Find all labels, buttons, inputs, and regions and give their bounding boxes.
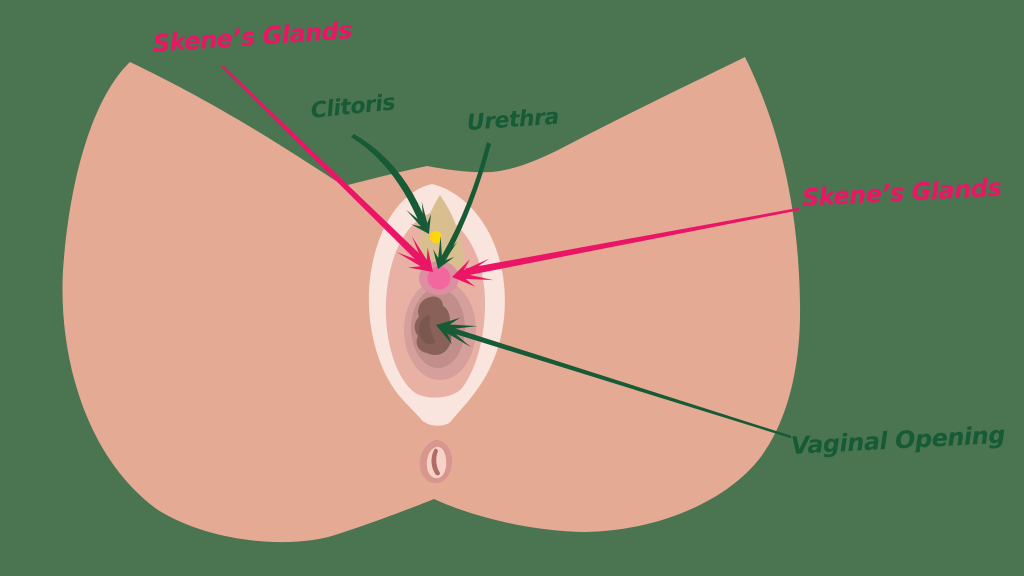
arrow-skenes-left-line: [221, 65, 427, 266]
vaginal-opening-shadow: [418, 315, 436, 345]
anus-slit-shape: [431, 448, 440, 476]
arrow-vaginal-opening-line: [447, 325, 792, 439]
clitoris-dot: [430, 231, 442, 243]
anus-inner-shape: [426, 446, 447, 479]
arrow-skenes-right-line: [465, 207, 800, 276]
arrow-urethra-line: [441, 142, 491, 260]
arrow-clitoris-line: [351, 134, 427, 227]
urethra-opening-dot: [427, 266, 451, 290]
